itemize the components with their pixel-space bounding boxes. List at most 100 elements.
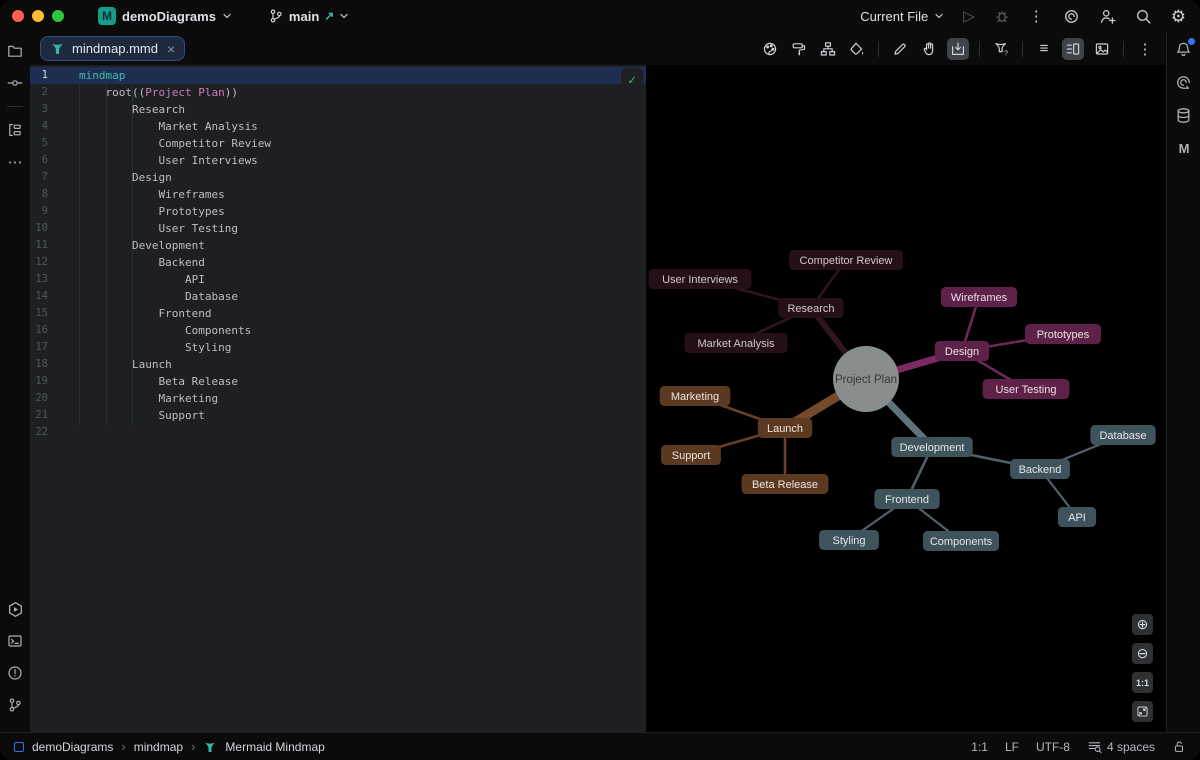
maven-tool-button[interactable]: M (1174, 139, 1194, 157)
line-separator-widget[interactable]: LF (1005, 740, 1019, 754)
breadcrumb-element[interactable]: Mermaid Mindmap (225, 740, 324, 754)
search-icon[interactable] (1135, 8, 1152, 25)
layout-nodes-button[interactable] (817, 38, 839, 60)
mindmap-node-label: User Testing (996, 384, 1057, 396)
tab-mindmap-mmd[interactable]: mindmap.mmd × (40, 36, 185, 61)
color-scheme-button[interactable] (759, 38, 781, 60)
breadcrumbs: demoDiagrams › mindmap › Mermaid Mindmap (14, 739, 325, 754)
terminal-tool-button[interactable] (5, 632, 25, 650)
pan-hand-button[interactable] (918, 38, 940, 60)
code-line[interactable]: 10 User Testing (30, 220, 646, 237)
code-line[interactable]: 2 root((Project Plan)) (30, 84, 646, 101)
code-line[interactable]: 1mindmap (30, 67, 646, 84)
code-line[interactable]: 11 Development (30, 237, 646, 254)
paint-roller-button[interactable] (788, 38, 810, 60)
more-actions-button[interactable]: ⋮ (1029, 9, 1044, 24)
line-number: 8 (30, 186, 48, 203)
code-line[interactable]: 21 Support (30, 407, 646, 424)
editor-more-button[interactable]: ⋮ (1134, 38, 1156, 60)
indent-settings-icon (1087, 739, 1102, 754)
fit-content-button[interactable] (1132, 701, 1153, 722)
image-preview-button[interactable] (1091, 38, 1113, 60)
more-tools-button[interactable]: ⋯ (5, 153, 25, 171)
version-control-tool-button[interactable] (5, 696, 25, 714)
structure-tool-button[interactable] (5, 121, 25, 139)
code-text: User Testing (48, 220, 238, 237)
code-line[interactable]: 7 Design (30, 169, 646, 186)
code-line[interactable]: 6 User Interviews (30, 152, 646, 169)
line-number: 4 (30, 118, 48, 135)
mermaid-file-icon (50, 41, 65, 56)
zoom-in-button[interactable]: ⊕ (1132, 614, 1153, 635)
fill-color-button[interactable] (846, 38, 868, 60)
services-tool-button[interactable] (5, 600, 25, 618)
code-editor[interactable]: 1mindmap2 root((Project Plan))3 Research… (30, 65, 646, 732)
svg-text:?: ? (1004, 50, 1008, 57)
code-line[interactable]: 4 Market Analysis (30, 118, 646, 135)
problems-tool-button[interactable] (5, 664, 25, 682)
fullscreen-window-button[interactable] (52, 10, 64, 22)
project-tool-button[interactable] (5, 42, 25, 60)
commit-tool-button[interactable] (5, 74, 25, 92)
ai-assistant-icon[interactable] (1063, 8, 1080, 25)
settings-gear-icon[interactable]: ⚙ (1171, 8, 1186, 25)
code-line[interactable]: 5 Competitor Review (30, 135, 646, 152)
inspections-widget[interactable]: ✓ (621, 68, 643, 92)
minimize-window-button[interactable] (32, 10, 44, 22)
code-text: Frontend (48, 305, 211, 322)
zoom-out-button[interactable]: ⊖ (1132, 643, 1153, 664)
code-line[interactable]: 8 Wireframes (30, 186, 646, 203)
mindmap-diagram[interactable]: Project PlanResearchMarket AnalysisCompe… (646, 65, 1166, 732)
database-tool-button[interactable] (1174, 106, 1194, 124)
code-line[interactable]: 12 Backend (30, 254, 646, 271)
no-problems-check-icon: ✓ (628, 72, 636, 89)
code-line[interactable]: 14 Database (30, 288, 646, 305)
code-text: Wireframes (48, 186, 225, 203)
project-icon: M (98, 7, 116, 25)
zoom-reset-button[interactable]: 1:1 (1132, 672, 1153, 693)
insert-element-button[interactable] (947, 38, 969, 60)
mermaid-settings-button[interactable]: ? (990, 38, 1012, 60)
add-user-icon[interactable] (1099, 8, 1116, 25)
run-button[interactable]: ▷ (963, 9, 975, 24)
split-layout-button[interactable] (1062, 38, 1084, 60)
code-line[interactable]: 20 Marketing (30, 390, 646, 407)
project-selector[interactable]: M demoDiagrams (98, 7, 232, 25)
ai-chat-tool-button[interactable] (1174, 73, 1194, 91)
encoding-widget[interactable]: UTF-8 (1036, 740, 1070, 754)
code-line[interactable]: 22 (30, 424, 646, 441)
code-line[interactable]: 19 Beta Release (30, 373, 646, 390)
code-line[interactable]: 9 Prototypes (30, 203, 646, 220)
mermaid-icon (203, 740, 217, 754)
breadcrumb-project[interactable]: demoDiagrams (32, 740, 113, 754)
debug-button[interactable] (994, 8, 1010, 24)
code-line[interactable]: 15 Frontend (30, 305, 646, 322)
code-line[interactable]: 13 API (30, 271, 646, 288)
line-number: 19 (30, 373, 48, 390)
code-text: Launch (48, 356, 172, 373)
titlebar: M demoDiagrams main ↗ Current File ▷ ⋮ ⚙ (0, 0, 1200, 32)
close-tab-icon[interactable]: × (167, 41, 175, 57)
branch-selector[interactable]: main ↗ (268, 8, 349, 24)
statusbar-widgets: 1:1 LF UTF-8 4 spaces (971, 739, 1186, 754)
mindmap-node-label: Components (930, 536, 993, 548)
code-line[interactable]: 17 Styling (30, 339, 646, 356)
breadcrumb-folder[interactable]: mindmap (134, 740, 183, 754)
mindmap-node-label: Project Plan (835, 374, 897, 386)
code-line[interactable]: 18 Launch (30, 356, 646, 373)
run-configuration-selector[interactable]: Current File (860, 9, 944, 24)
mermaid-preview-pane[interactable]: Project PlanResearchMarket AnalysisCompe… (646, 65, 1166, 732)
caret-position-widget[interactable]: 1:1 (971, 740, 988, 754)
line-number: 13 (30, 271, 48, 288)
close-window-button[interactable] (12, 10, 24, 22)
git-branch-icon (268, 8, 284, 24)
edit-pencil-button[interactable] (889, 38, 911, 60)
code-line[interactable]: 3 Research (30, 101, 646, 118)
notifications-button[interactable] (1174, 40, 1194, 58)
tab-label: mindmap.mmd (72, 41, 158, 56)
line-style-button[interactable]: ≡ (1033, 38, 1055, 60)
indent-widget[interactable]: 4 spaces (1087, 739, 1155, 754)
code-line[interactable]: 16 Components (30, 322, 646, 339)
unlocked-icon[interactable] (1172, 739, 1186, 754)
code-text (48, 424, 79, 441)
